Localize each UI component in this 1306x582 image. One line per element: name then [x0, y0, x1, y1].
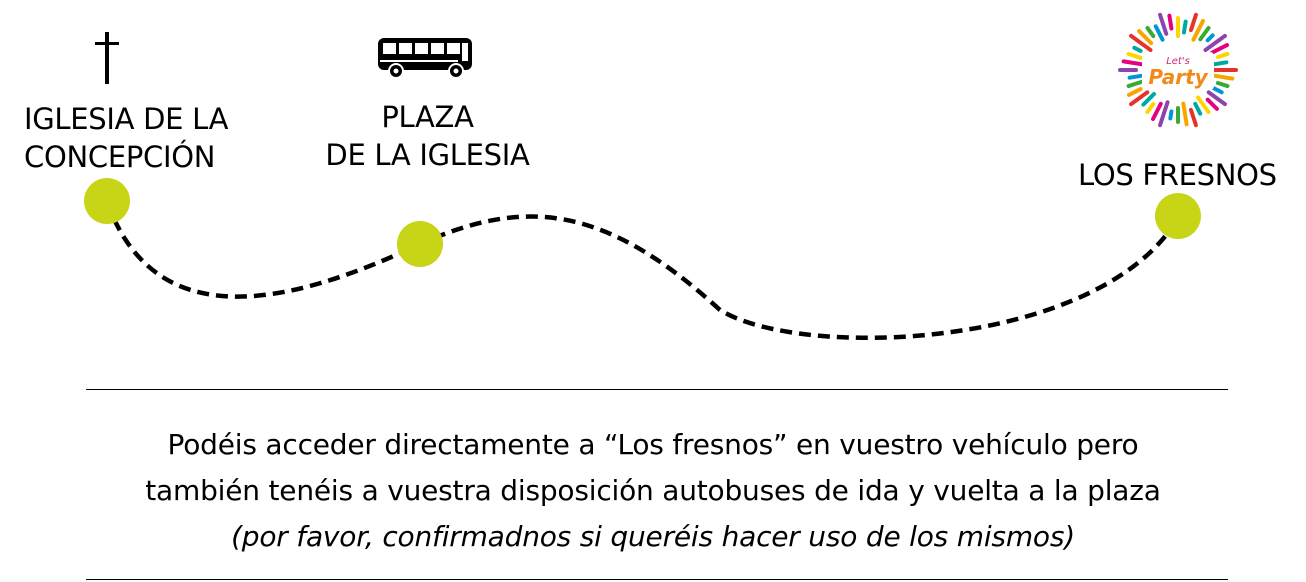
- party-burst-ray: [1195, 95, 1211, 115]
- note-line3: (por favor, confirmadnos si queréis hace…: [231, 520, 1075, 553]
- party-burst-ray: [1206, 90, 1227, 107]
- info-note: Podéis acceder directamente a “Los fresn…: [0, 422, 1306, 560]
- cross-icon: [95, 32, 119, 84]
- party-badge-bottom: Party: [1148, 65, 1208, 89]
- stop-label-fresnos: LOS FRESNOS: [1078, 156, 1277, 194]
- party-burst-ray: [1168, 109, 1174, 121]
- stop-dot-fresnos: [1155, 193, 1201, 239]
- note-line2: también tenéis a vuestra disposición aut…: [145, 474, 1161, 507]
- note-line1: Podéis acceder directamente a “Los fresn…: [167, 428, 1139, 461]
- party-burst-ray: [1145, 101, 1156, 115]
- party-burst-ray: [1127, 73, 1143, 80]
- party-burst-ray: [1141, 92, 1156, 107]
- stop-label-fresnos-line1: LOS FRESNOS: [1078, 158, 1277, 192]
- party-icon: Let's Party: [1118, 12, 1238, 128]
- party-burst-ray: [1191, 18, 1205, 42]
- party-burst-ray: [1158, 12, 1169, 36]
- stop-label-iglesia-line1: IGLESIA DE LA: [24, 102, 229, 136]
- stop-label-iglesia-line2: CONCEPCIÓN: [24, 140, 216, 174]
- stop-label-iglesia: IGLESIA DE LA CONCEPCIÓN: [24, 100, 228, 176]
- party-burst-ray: [1126, 87, 1143, 97]
- party-burst-ray: [1137, 29, 1154, 46]
- party-burst-ray: [1215, 80, 1230, 89]
- stop-label-plaza-line1: PLAZA: [381, 100, 474, 134]
- party-burst-ray: [1188, 107, 1198, 128]
- party-burst-ray: [1129, 33, 1153, 53]
- party-burst-ray: [1205, 33, 1215, 43]
- party-burst-ray: [1121, 59, 1147, 67]
- party-badge-top: Let's: [1166, 56, 1190, 67]
- party-burst-ray: [1153, 24, 1165, 42]
- party-burst-ray: [1158, 100, 1170, 128]
- stop-dot-plaza: [397, 221, 443, 267]
- party-burst-ray: [1151, 101, 1163, 122]
- divider-top: [86, 389, 1228, 390]
- party-burst-ray: [1181, 19, 1188, 35]
- stop-label-plaza-line2: DE LA IGLESIA: [325, 138, 530, 172]
- route-line: [104, 201, 1180, 340]
- party-burst-ray: [1213, 73, 1235, 81]
- party-burst-ray: [1215, 51, 1230, 60]
- party-burst-ray: [1129, 90, 1150, 107]
- party-burst-ray: [1203, 33, 1227, 53]
- divider-bottom: [86, 579, 1228, 580]
- bus-icon: [378, 38, 472, 79]
- party-burst-ray: [1209, 60, 1229, 67]
- party-burst-ray: [1132, 45, 1143, 53]
- party-burst-ray: [1126, 51, 1144, 61]
- party-burst-ray: [1145, 25, 1156, 39]
- party-burst-ray: [1198, 25, 1211, 42]
- party-burst-ray: [1188, 12, 1198, 33]
- party-burst-ray: [1193, 101, 1203, 116]
- party-burst-ray: [1181, 101, 1189, 127]
- party-burst-ray: [1167, 13, 1174, 31]
- stop-label-plaza: PLAZA DE LA IGLESIA: [320, 98, 535, 174]
- party-burst-ray: [1205, 97, 1219, 111]
- party-burst-ray: [1209, 43, 1230, 55]
- stop-dot-iglesia: [84, 178, 130, 224]
